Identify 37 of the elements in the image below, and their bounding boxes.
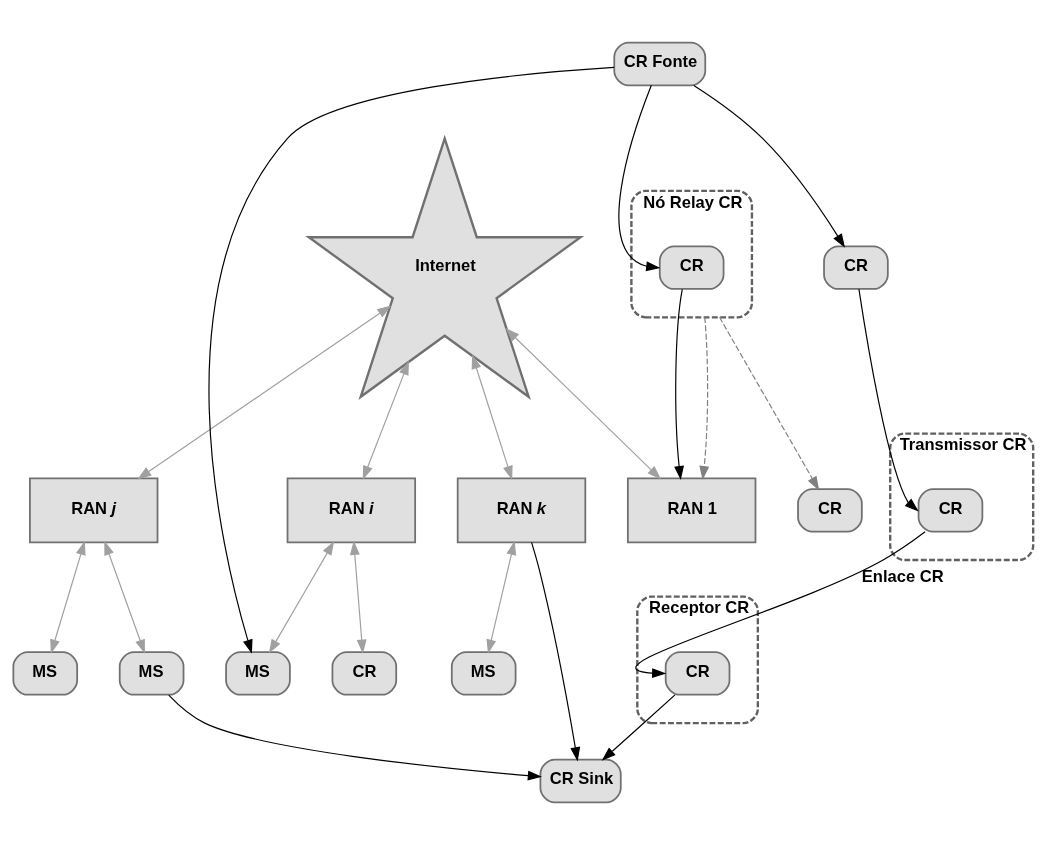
arrow (137, 305, 392, 480)
arrow (486, 540, 517, 654)
node-box: MS (225, 651, 291, 696)
node-box: CR (917, 488, 984, 533)
arrow (693, 84, 846, 248)
node-box: CR (331, 651, 398, 696)
arrow (718, 316, 820, 491)
arrow (208, 66, 615, 654)
node-box: CR Sink (539, 758, 622, 804)
node-box: MS (118, 651, 185, 696)
arrow (858, 288, 919, 512)
node-box: CR (664, 651, 731, 696)
node-box: RAN i (286, 477, 417, 544)
node-box: RAN k (456, 477, 587, 544)
node-box: CR (658, 245, 725, 290)
arrow (618, 84, 661, 272)
node-box: MS (450, 651, 517, 696)
node-box: CR Fonte (613, 41, 707, 87)
arrow (674, 288, 684, 481)
node-box: RAN j (29, 477, 159, 544)
arrow (505, 327, 662, 480)
arrow (349, 540, 367, 654)
node-box: CR (823, 245, 889, 290)
arrow (601, 694, 676, 761)
arrow (50, 540, 86, 654)
node-box: MS (12, 651, 79, 696)
arrow (531, 541, 581, 762)
node-box: CR (797, 488, 863, 533)
arrow (471, 354, 513, 481)
arrow (699, 316, 710, 481)
arrow (268, 541, 335, 654)
arrow (168, 694, 542, 781)
edge-label: Enlace CR (861, 566, 944, 586)
arrow (362, 360, 409, 480)
arrow (635, 531, 926, 679)
node-box: RAN 1 (626, 477, 757, 544)
arrow (104, 540, 145, 654)
